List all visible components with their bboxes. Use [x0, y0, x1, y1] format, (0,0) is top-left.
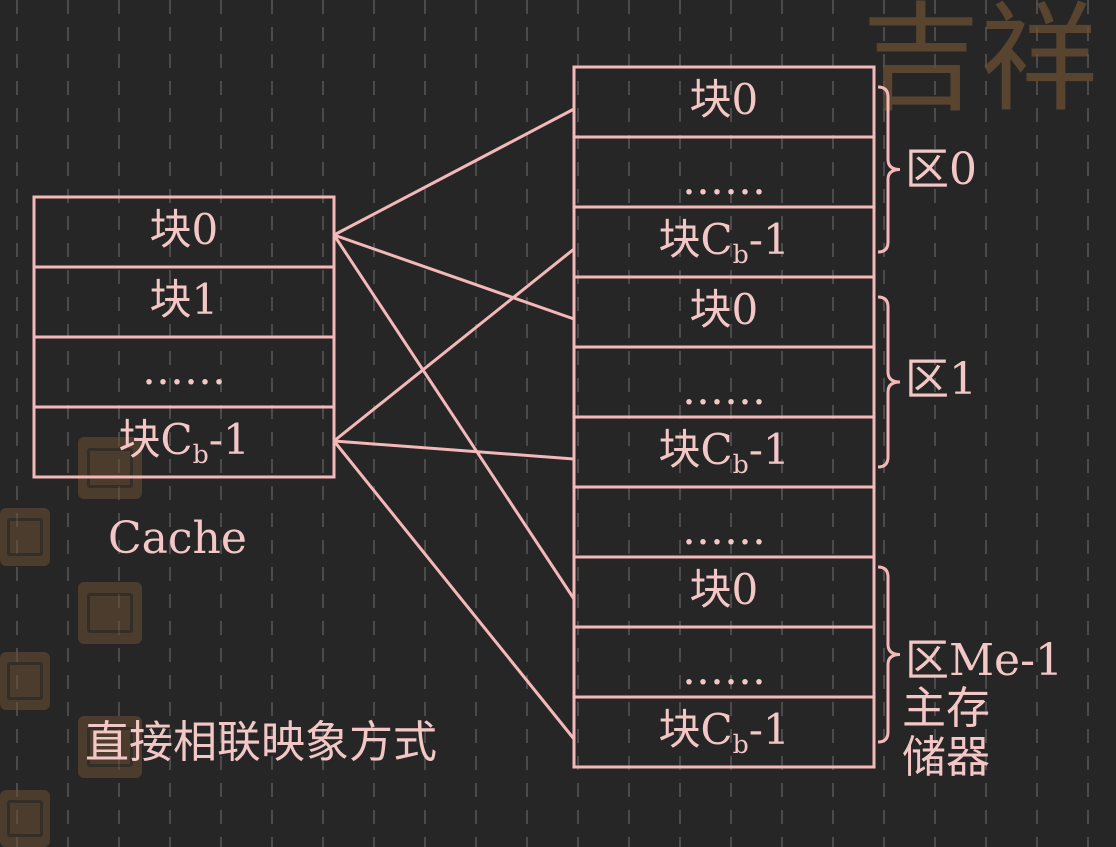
- mapping-line-block0: [333, 107, 575, 237]
- main-memory-block-label: 块0: [689, 285, 759, 334]
- main-memory-block-label: 块Cb-1: [658, 215, 790, 269]
- mapping-line-block0: [333, 233, 575, 321]
- main-memory-block-table: [572, 65, 876, 769]
- mapping-line-blockcb: [332, 440, 576, 740]
- main-memory-label-line1: 主存: [902, 683, 990, 734]
- cache-block-label: 块Cb-1: [118, 415, 250, 469]
- main-memory-label: 主存 储器: [902, 684, 990, 783]
- zone-brace-last: [877, 565, 901, 744]
- main-memory-block-label: 块Cb-1: [658, 425, 790, 479]
- decorative-seal-icon: [0, 790, 50, 847]
- zone-label-1: 区1: [905, 354, 977, 405]
- zone-label-0: 区0: [905, 144, 977, 195]
- diagram-caption: 直接相联映象方式: [85, 717, 437, 768]
- mapping-line-blockcb: [333, 439, 575, 461]
- main-memory-block-label: ……: [682, 155, 766, 204]
- main-memory-block-cell: [572, 695, 876, 769]
- mapping-line-blockcb: [333, 247, 575, 443]
- mapping-line-block0: [332, 234, 576, 600]
- decorative-seal-icon: [78, 437, 142, 499]
- main-memory-block-label: ……: [682, 645, 766, 694]
- decorative-seal-icon: [78, 582, 142, 644]
- main-memory-block-label: ……: [682, 365, 766, 414]
- cache-label: Cache: [108, 513, 247, 564]
- zone-brace-1: [877, 295, 901, 469]
- main-memory-block-label: ……: [682, 505, 766, 554]
- mapping-lines: [332, 107, 576, 740]
- decorative-seal-icon: [78, 716, 142, 778]
- main-memory-block-label: 块0: [689, 75, 759, 124]
- cache-block-label: 块1: [149, 275, 219, 324]
- cache-block-label: ……: [142, 345, 226, 394]
- decorative-seal-icon: 吉祥: [862, 0, 1099, 128]
- main-memory-block-label: 块Cb-1: [658, 705, 790, 759]
- zone-label-last: 区Me-1: [905, 635, 1063, 686]
- decorative-seal-icon: [0, 652, 50, 710]
- main-memory-label-line2: 储器: [902, 732, 990, 784]
- main-memory-block-label: 块0: [689, 565, 759, 614]
- cache-block-label: 块0: [149, 205, 219, 254]
- zone-brace-0: [877, 85, 901, 254]
- decorative-seal-icon: [0, 508, 50, 566]
- zone-braces: [877, 85, 901, 744]
